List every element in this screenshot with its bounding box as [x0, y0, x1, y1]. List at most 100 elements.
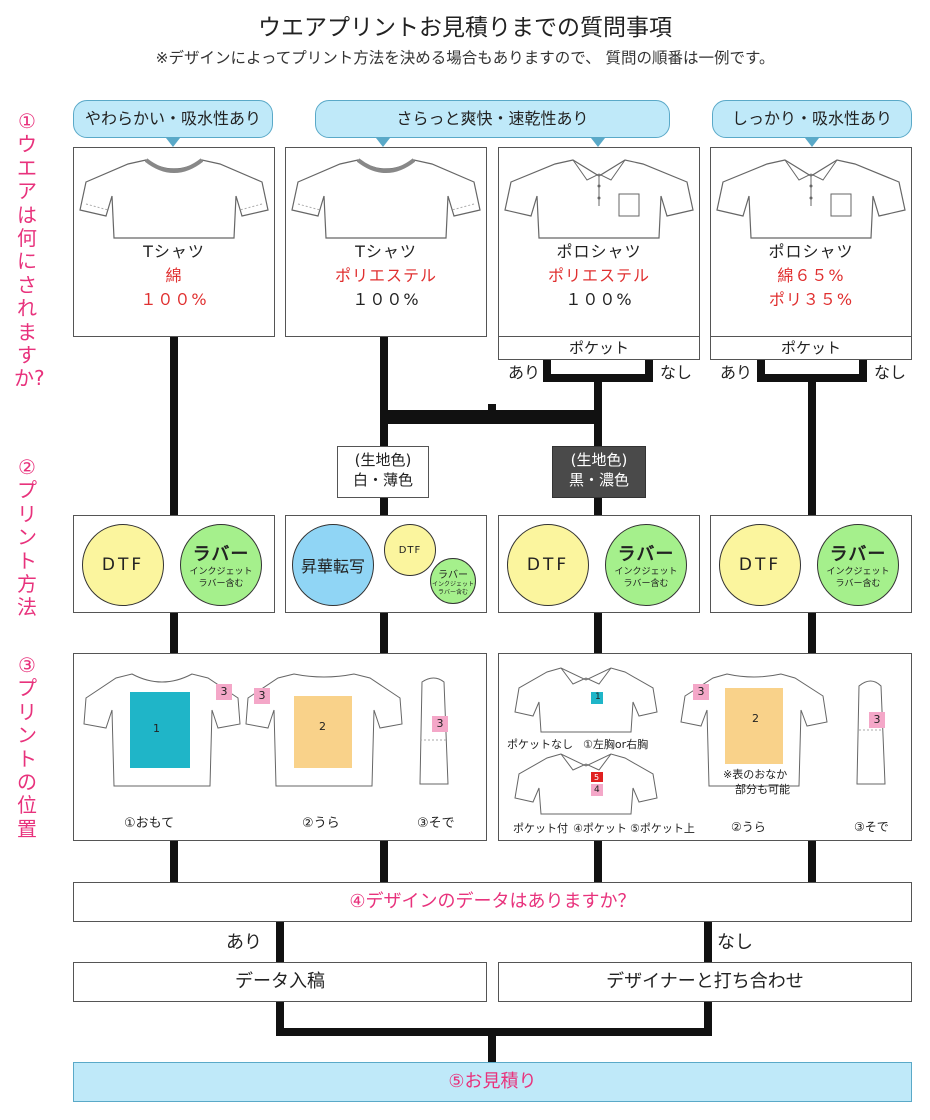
- fabric-color-heading: (生地色): [570, 451, 628, 469]
- polo-back-label: ②うら: [731, 820, 766, 834]
- position-number: 2: [319, 720, 326, 733]
- garment-type: ポロシャツ: [768, 242, 854, 261]
- connector-line: [380, 840, 388, 884]
- dtf-circle: DTF: [507, 524, 589, 606]
- answer-yes-label: あり: [226, 932, 262, 953]
- tshirt-sleeve-icon: [419, 677, 449, 785]
- rubber-sub1: インクジェット: [189, 567, 253, 577]
- dtf-circle: DTF: [384, 524, 436, 576]
- connector-line: [594, 840, 602, 884]
- position-label-sleeve: ③そで: [417, 816, 455, 831]
- page-subtitle: ※デザインによってプリント方法を決める場合もありますので、 質問の順番は一例です…: [155, 49, 775, 67]
- bubble-soft: やわらかい・吸水性あり: [73, 100, 273, 138]
- garment-card-polo-poly: ポロシャツ ポリエステル １００%: [498, 147, 700, 337]
- rubber-sub1: インクジェット: [826, 567, 890, 577]
- garment-percent: １００%: [352, 290, 420, 309]
- dtf-circle: DTF: [82, 524, 164, 606]
- page-title: ウエアプリントお見積りまでの質問事項: [258, 15, 672, 41]
- garment-material: ポリエステル: [547, 266, 650, 285]
- garment-card-polo-blend: ポロシャツ 綿６５% ポリ３５%: [710, 147, 912, 337]
- bubble-tail: [805, 138, 819, 147]
- q4-bar: ④デザインのデータはありますか？: [73, 882, 912, 922]
- pocket-yes-label: あり: [508, 363, 541, 382]
- bubble-dry: さらっと爽快・速乾性あり: [315, 100, 670, 138]
- pocket-bar: ポケット: [498, 336, 700, 360]
- garment-material: ポリエステル: [334, 266, 437, 285]
- designer-consult-box: デザイナーと打ち合わせ: [498, 962, 912, 1002]
- tshirt-back-icon: [245, 673, 403, 787]
- rubber-label: ラバー: [192, 544, 250, 565]
- connector-line: [808, 374, 816, 516]
- position-number: 1: [595, 692, 601, 702]
- garment-type: Tシャツ: [143, 242, 205, 261]
- side-label-q1: ①ウエアは何にされますか?: [14, 109, 45, 391]
- print-position-tshirt: 1 3 2 3 3 ①おもて ②うら ③そで: [73, 653, 487, 841]
- position-badge: 3: [254, 688, 270, 704]
- connector-line: [645, 358, 653, 380]
- rubber-circle: ラバー インクジェット ラバー含む: [605, 524, 687, 606]
- connector-line: [488, 1028, 496, 1064]
- position-badge: 3: [869, 712, 885, 728]
- rubber-label: ラバー: [438, 569, 468, 581]
- position-number: 2: [752, 712, 759, 725]
- rubber-sub2: ラバー含む: [198, 579, 244, 589]
- position-badge: 3: [432, 716, 448, 732]
- fabric-color-light: (生地色) 白・薄色: [337, 446, 429, 498]
- pocket-no-label: なし: [660, 363, 693, 382]
- fabric-color-value: 黒・濃色: [568, 471, 629, 489]
- garment-type: ポロシャツ: [556, 242, 642, 261]
- rubber-sub1: インクジェット: [614, 567, 678, 577]
- rubber-label: ラバー: [617, 544, 675, 565]
- connector-line: [488, 404, 496, 416]
- position-5-area: [591, 772, 603, 782]
- dtf-label: DTF: [101, 555, 145, 575]
- polo-front-no-pocket-icon: [514, 667, 658, 733]
- pocket-bar: ポケット: [710, 336, 912, 360]
- rubber-label: ラバー: [829, 544, 887, 565]
- polo-shirt-icon: [504, 159, 694, 239]
- connector-line: [594, 374, 602, 416]
- rubber-sub2: ラバー含む: [623, 579, 669, 589]
- position-badge: 3: [693, 684, 709, 700]
- rubber-sub2: ラバー含む: [835, 579, 881, 589]
- polo-shirt-icon: [716, 159, 906, 239]
- position-2-area: [294, 696, 352, 768]
- sublimation-label: 昇華転写: [300, 557, 365, 576]
- position-badge: 3: [216, 684, 232, 700]
- connector-line: [594, 612, 602, 654]
- bubble-tail: [166, 138, 180, 147]
- garment-material: 綿: [165, 266, 183, 285]
- rubber-circle: ラバー インクジェット ラバー含む: [817, 524, 899, 606]
- print-position-polo: 1 ポケットなし ①左胸or右胸 5 4 ポケット付 ④ポケット ⑤ポケット上 …: [498, 653, 912, 841]
- polo-with-pocket-label: ポケット付: [513, 822, 568, 835]
- connector-line: [757, 358, 765, 380]
- connector-line: [170, 612, 178, 654]
- connector-line: [380, 336, 388, 416]
- bubble-tail: [376, 138, 390, 147]
- dtf-label: DTF: [526, 555, 570, 575]
- connector-line: [380, 416, 602, 424]
- polo-sleeve-label: ③そで: [854, 820, 889, 834]
- rubber-circle: ラバー インクジェット ラバー含む: [430, 558, 476, 604]
- final-estimate-bar: ⑤お見積り: [73, 1062, 912, 1102]
- connector-line: [543, 358, 551, 380]
- dtf-label: DTF: [738, 555, 782, 575]
- dtf-label: DTF: [398, 544, 422, 556]
- connector-line: [276, 1000, 284, 1036]
- position-1-area: [130, 692, 190, 768]
- connector-line: [859, 358, 867, 380]
- print-method-card: DTF ラバー インクジェット ラバー含む: [73, 515, 275, 613]
- position-4-area: [591, 784, 603, 796]
- rubber-circle: ラバー インクジェット ラバー含む: [180, 524, 262, 606]
- position-number: 4: [594, 785, 600, 795]
- print-method-card: DTF ラバー インクジェット ラバー含む: [710, 515, 912, 613]
- garment-percent: １００%: [565, 290, 633, 309]
- sublimation-circle: 昇華転写: [292, 524, 374, 606]
- connector-line: [276, 920, 284, 964]
- polo-above-pocket-label: ⑤ポケット上: [630, 822, 695, 835]
- position-number: 5: [594, 773, 600, 782]
- pocket-yes-label: あり: [720, 363, 753, 382]
- polo-back-icon: [680, 673, 828, 787]
- garment-percent: １００%: [140, 290, 208, 309]
- position-1-area: [591, 692, 603, 704]
